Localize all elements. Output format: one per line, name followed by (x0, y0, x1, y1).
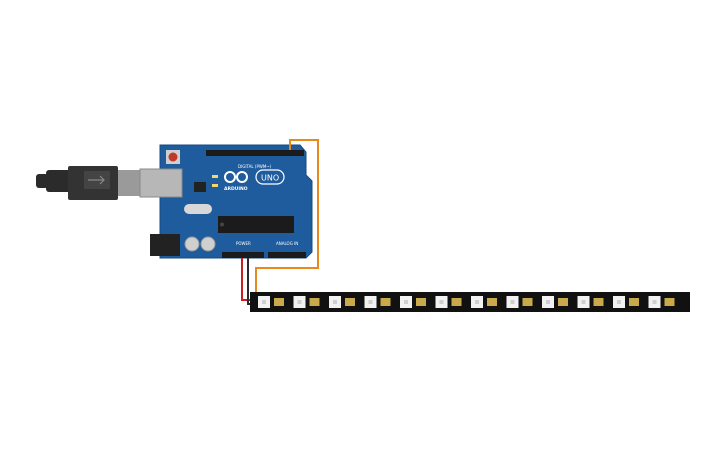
led-pixel-pads (558, 298, 568, 306)
logo-right-loop-icon (236, 171, 248, 183)
arduino-logo: ARDUINO (224, 171, 248, 192)
led-pixel (577, 296, 604, 308)
brand-label: ARDUINO (224, 186, 248, 192)
usb-plug-metal (118, 170, 140, 196)
arduino-board[interactable]: DIGITAL (PWM~) ARDUINO UNO POWER ANALOG … (139, 144, 313, 259)
reset-button-cap (168, 152, 178, 162)
led-pixel (471, 296, 497, 308)
data-wire[interactable] (255, 139, 319, 300)
led-pixel-pads (629, 298, 639, 306)
led-pixel-pads (345, 298, 355, 306)
dc-barrel-jack (150, 234, 180, 256)
led-pixel-core (262, 300, 266, 304)
led-pixel-pads (522, 298, 533, 306)
analog-header[interactable] (268, 252, 306, 258)
tx-led (212, 175, 218, 178)
led-pixel-core (652, 300, 657, 304)
power-header[interactable] (222, 252, 264, 258)
rx-led (212, 184, 218, 187)
led-pixel-core (439, 300, 444, 304)
led-pixel (542, 296, 568, 308)
led-pixel-pads (309, 298, 320, 306)
usb-symbol-icon (88, 175, 105, 185)
led-pixel-core (297, 300, 302, 304)
usb-cable[interactable] (36, 166, 140, 200)
power-header-label: POWER (236, 241, 251, 246)
led-pixel-pads (593, 298, 604, 306)
led-pixel-core (510, 300, 515, 304)
model-badge (255, 169, 285, 185)
led-pixel (293, 296, 320, 308)
led-pixel-core (581, 300, 586, 304)
led-pixel (329, 296, 355, 308)
usb-cable-boot (46, 170, 72, 192)
led-pixel-core (368, 300, 373, 304)
led-pixel-pads (664, 298, 675, 306)
led-pixel (435, 296, 462, 308)
led-pixel-pads (416, 298, 426, 306)
logo-left-loop-icon (224, 171, 236, 183)
led-strip[interactable] (250, 292, 690, 312)
led-pixel-pads (487, 298, 497, 306)
chip-notch (220, 222, 224, 227)
usb-cable-strain-relief (36, 174, 48, 188)
usb-chip (194, 182, 206, 192)
led-pixel-core (404, 300, 408, 304)
led-pixel (400, 296, 426, 308)
led-pixel-pads (451, 298, 462, 306)
atmega-chip (218, 216, 294, 233)
led-pixel (648, 296, 675, 308)
led-pixel (364, 296, 391, 308)
led-pixel-core (617, 300, 621, 304)
led-pixel (613, 296, 639, 308)
led-pixel-pads (380, 298, 391, 306)
model-label: UNO (261, 174, 279, 183)
usb-b-port (139, 168, 183, 198)
digital-header[interactable] (206, 150, 304, 156)
led-pixel-pads (274, 298, 284, 306)
analog-header-label: ANALOG IN (276, 241, 298, 246)
led-pixel-core (333, 300, 337, 304)
led-pixel-core (475, 300, 479, 304)
digital-header-label: DIGITAL (PWM~) (238, 164, 272, 169)
led-pixel (258, 296, 284, 308)
capacitor-left (184, 236, 200, 252)
capacitor-right (200, 236, 216, 252)
led-pixel (506, 296, 533, 308)
led-pixel-core (546, 300, 550, 304)
crystal-oscillator (184, 204, 212, 214)
